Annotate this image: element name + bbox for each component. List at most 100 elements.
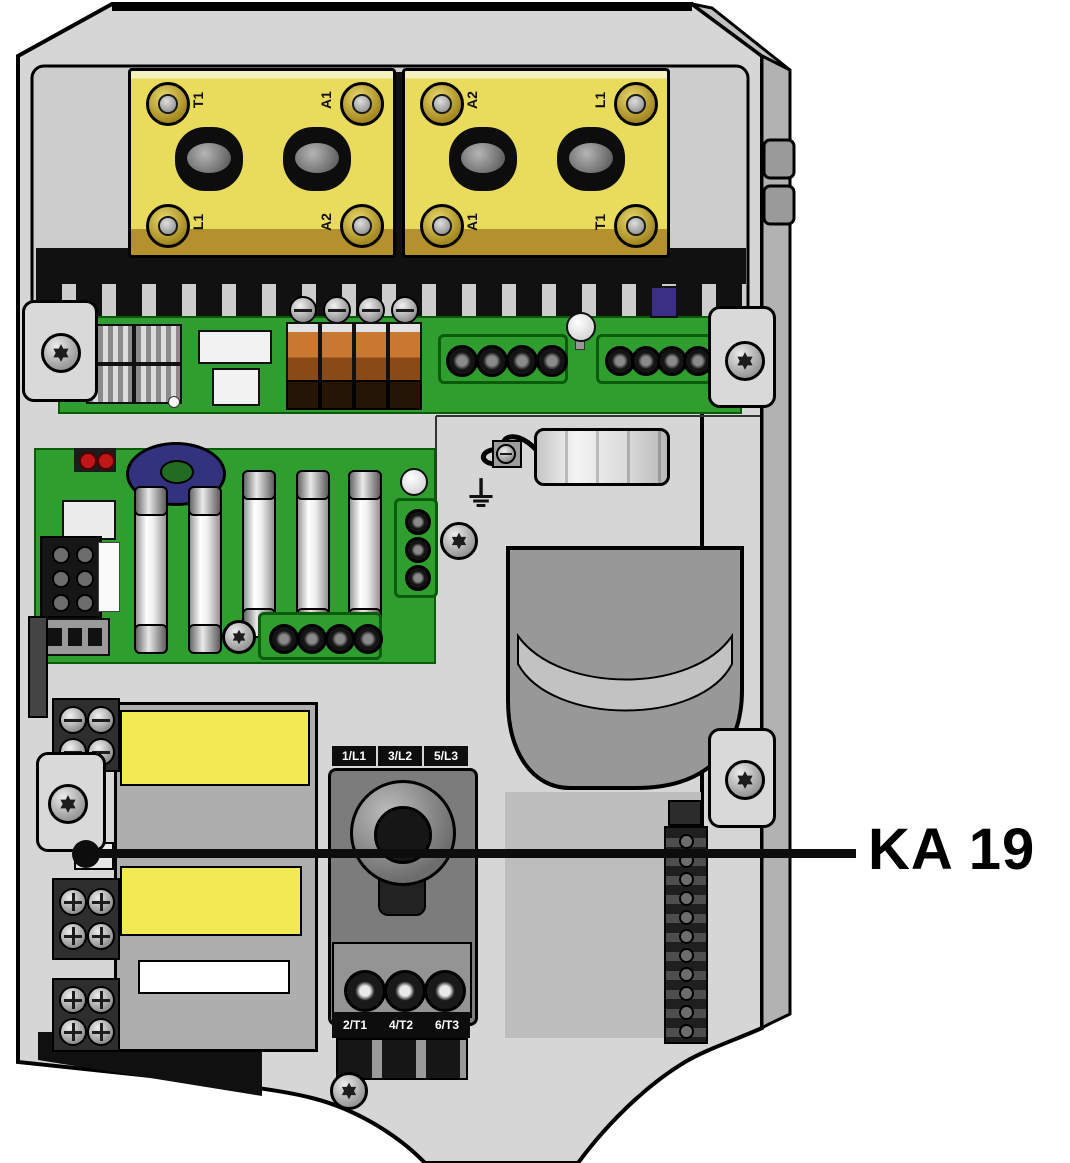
busbar-terminal-label: A2 <box>318 213 334 231</box>
busbar-terminal-label: T1 <box>592 213 608 231</box>
breaker-lower-panel <box>332 942 472 1018</box>
connector-hole <box>405 565 431 591</box>
terminal-screw <box>391 296 419 324</box>
molded-recess <box>506 546 744 790</box>
busbar-opening <box>449 127 517 191</box>
busbar-terminal-label: L1 <box>190 213 206 231</box>
busbar-opening <box>557 127 625 191</box>
terminal-screw <box>59 888 87 916</box>
busbar-metal <box>569 143 613 173</box>
contactor-terminal-housing <box>52 878 120 960</box>
dome-button <box>400 468 428 496</box>
busbar-terminal-label: A1 <box>464 213 480 231</box>
connector-hole <box>476 345 508 377</box>
earth-ground-icon: ⏚ <box>464 476 498 514</box>
pin-hole <box>679 986 694 1001</box>
terminal-screw <box>87 888 115 916</box>
terminal-screw <box>59 706 87 734</box>
mounting-tab-upper-right <box>708 306 776 408</box>
busbar-opening <box>283 127 351 191</box>
connector-hole <box>353 624 383 654</box>
busbar-screw <box>146 82 190 126</box>
terminal-screw <box>59 922 87 950</box>
pin-connector <box>40 536 102 618</box>
dip-connector <box>198 330 272 364</box>
pin-hole <box>679 891 694 906</box>
busbar-screw <box>614 204 658 248</box>
connector-hole <box>506 345 538 377</box>
breaker-terminal-hole <box>344 970 386 1012</box>
busbar-screw <box>420 82 464 126</box>
breaker-terminal-label: 5/L3 <box>424 746 468 766</box>
pin-hole <box>679 1024 694 1039</box>
terminal-screw <box>323 296 351 324</box>
pin-hole <box>679 872 694 887</box>
breaker-terminal-label: 4/T2 <box>380 1015 422 1035</box>
terminal-slot <box>68 628 82 646</box>
busbar-opening <box>175 127 243 191</box>
breaker-terminal-label: 2/T1 <box>334 1015 376 1035</box>
hinge-bump-top <box>762 138 796 180</box>
busbar-screw <box>420 204 464 248</box>
terminal-screw <box>289 296 317 324</box>
led-indicator <box>97 452 115 470</box>
torx-screw <box>48 784 88 824</box>
pcb-hole <box>168 396 180 408</box>
dip-connector-small <box>212 368 260 406</box>
connector-hole <box>405 537 431 563</box>
fuse <box>134 486 168 654</box>
connector-hole <box>297 624 327 654</box>
busbar-terminal-label: L1 <box>592 91 608 109</box>
contactor-label-top <box>120 710 310 786</box>
terminal-slot <box>48 628 62 646</box>
pin-header-strip <box>664 826 708 1044</box>
contactor-label-bottom <box>120 866 302 936</box>
connector-hole <box>446 345 478 377</box>
pin-hole <box>76 570 94 588</box>
torx-screw <box>725 760 765 800</box>
plug-connector <box>438 334 568 384</box>
mounting-tab-lower-right <box>708 728 776 828</box>
torx-screw <box>725 341 765 381</box>
edge-clip <box>28 616 48 718</box>
terminal-slot <box>88 628 102 646</box>
power-terminal <box>286 322 320 384</box>
breaker-terminal-label: 1/L1 <box>332 746 376 766</box>
pin-hole <box>52 546 70 564</box>
busbar-terminal-label: A1 <box>318 91 334 109</box>
pin-hole <box>679 1005 694 1020</box>
toroid-hole <box>160 460 194 484</box>
capacitor <box>534 428 670 486</box>
connector-hole <box>325 624 355 654</box>
pin-hole <box>679 834 694 849</box>
breaker-terminal-label: 6/T3 <box>426 1015 468 1035</box>
label-strip <box>98 542 120 612</box>
connector-hole <box>536 345 568 377</box>
pin-hole <box>679 929 694 944</box>
busbar-metal <box>187 143 231 173</box>
breaker-mounting-clip <box>336 1038 468 1080</box>
torx-screw <box>41 333 81 373</box>
connector-hole <box>405 509 431 535</box>
busbar-cover-left: T1 A1 L1 A2 <box>128 68 396 258</box>
pin-hole <box>76 546 94 564</box>
breaker-terminal-hole <box>384 970 426 1012</box>
power-terminal <box>354 322 388 384</box>
terminal-base <box>286 380 320 410</box>
busbar-screw <box>340 204 384 248</box>
small-terminal <box>40 618 110 656</box>
fuse <box>188 486 222 654</box>
terminal-screw <box>87 1018 115 1046</box>
terminal-screw <box>87 986 115 1014</box>
pin-hole <box>52 594 70 612</box>
terminal-base <box>320 380 354 410</box>
callout-label: KA 19 <box>868 817 1036 882</box>
contactor-rating-label <box>138 960 290 994</box>
terminal-base <box>354 380 388 410</box>
busbar-cover-right: A2 L1 A1 T1 <box>402 68 670 258</box>
connector-hole <box>269 624 299 654</box>
molded-recess-band <box>517 632 733 712</box>
busbar-screw <box>340 82 384 126</box>
dome-button <box>566 312 596 342</box>
terminal-screw <box>59 986 87 1014</box>
